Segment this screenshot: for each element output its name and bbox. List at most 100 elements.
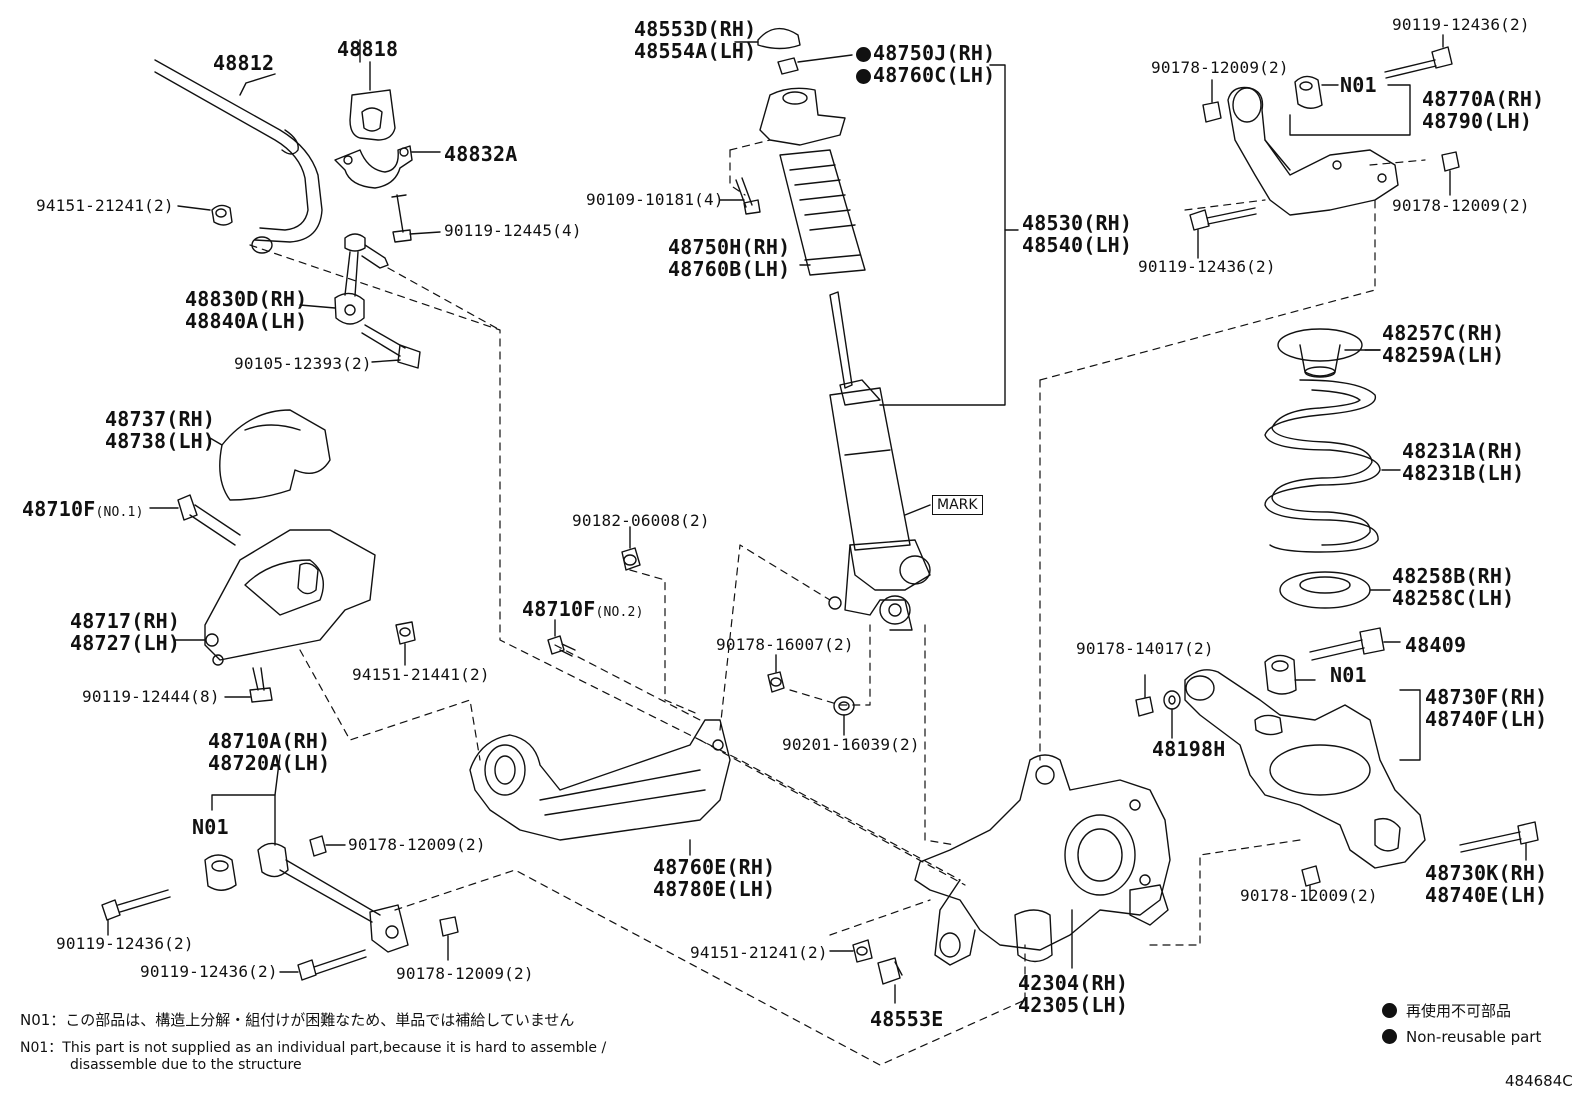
label-48710F-no1-code: 48710F [22,497,96,521]
bolt-90119-12436-b [1189,207,1257,259]
label-48832A: 48832A [444,142,518,166]
label-48790: 48790(LH) [1422,109,1533,133]
label-48720A: 48720A(LH) [208,751,331,775]
spring-seat-48257C [1277,328,1381,378]
label-48750H: 48750H(RH) [668,235,791,259]
label-90119-12445: 90119-12445(4) [444,221,582,240]
figure-code: 484684C [1505,1072,1573,1090]
label-48540: 48540(LH) [1022,233,1133,257]
label-48730K: 48730K(RH) [1425,861,1548,885]
label-90178-12009-c: 90178-12009(2) [348,835,486,854]
bolt-90105-12393 [361,324,421,369]
label-48760B: 48760B(LH) [668,257,791,281]
label-48409: 48409 [1405,633,1467,657]
non-reusable-dot-icon [1382,1003,1397,1018]
label-90178-12009-d: 90178-12009(2) [1240,886,1378,905]
bolt-90119-12444 [224,667,273,703]
shock-absorber-48530 [828,64,1006,631]
bolt-90119-12445 [391,194,441,243]
nut-94151-21241-a [177,204,233,226]
bushing-n01-b [1264,654,1316,695]
label-leaders [274,39,1381,796]
upper-mount-boot-48750H [759,87,866,276]
bolt-90119-12436-c [101,889,171,936]
label-48760E: 48760E(RH) [653,855,776,879]
label-48770A: 48770A(RH) [1422,87,1545,111]
upper-arm-48770A [1227,86,1399,216]
label-48717: 48717(RH) [70,609,181,633]
leader-48770A [1289,84,1411,136]
label-48554A: 48554A(LH) [634,39,757,63]
label-48750J: 48750J(RH) [856,42,995,64]
label-90119-12444: 90119-12444(8) [82,687,220,706]
nut-90178-16007 [767,654,785,693]
legend-jp-text: 再使用不可部品 [1406,1002,1512,1020]
label-90178-14017: 90178-14017(2) [1076,639,1214,658]
nut-90178-12009-a [1202,79,1222,123]
label-48750J-text: 48750J(RH) [873,41,996,65]
stabilizer-link-48830D [299,233,389,325]
label-90105-12393: 90105-12393(2) [234,354,372,373]
bolt-48710F-no2 [547,619,576,657]
label-48710F-no2-sub: (NO.2) [595,605,644,620]
label-42305: 42305(LH) [1018,993,1129,1017]
label-48710A: 48710A(RH) [208,729,331,753]
lateral-link-48710A [211,794,409,953]
label-90109-10181: 90109-10181(4) [586,190,724,209]
legend-jp: 再使用不可部品 [1382,1002,1511,1020]
label-48553D: 48553D(RH) [634,17,757,41]
trailing-arm-bracket-48717 [174,529,376,666]
label-n01-a: N01 [1340,73,1377,97]
nut-94151-21241-b [829,939,873,963]
stabilizer-bushing-48818 [349,61,396,141]
label-90201-16039: 90201-16039(2) [782,735,920,754]
assembly-dashed-lines [249,139,1426,1066]
bolt-48710F-no1 [149,494,241,546]
stabilizer-bar-48812 [154,59,323,254]
spring-seat-48258B [1279,571,1391,609]
nut-90178-12009-b [1441,151,1460,196]
label-90119-12436-c: 90119-12436(2) [56,934,194,953]
bushing-n01-c [204,854,237,891]
label-48740E: 48740E(LH) [1425,883,1548,907]
trailing-arm-48760E [469,719,731,856]
label-48231B: 48231B(LH) [1402,461,1525,485]
label-90119-12436-a: 90119-12436(2) [1392,15,1530,34]
label-48730F: 48730F(RH) [1425,685,1548,709]
label-48818: 48818 [337,37,399,61]
mark-box: MARK [932,495,983,515]
note-jp: N01：この部品は、構造上分解・組付けが困難なため、単品では補給していません [20,1011,575,1029]
collar-90182-06008 [621,526,641,571]
label-48738: 48738(LH) [105,429,216,453]
label-48737: 48737(RH) [105,407,216,431]
label-90182-06008: 90182-06008(2) [572,511,710,530]
label-n01-b: N01 [1330,663,1367,687]
bolt-90119-12436-d [279,949,367,981]
label-48812: 48812 [213,51,275,75]
label-48231A: 48231A(RH) [1402,439,1525,463]
label-48710F-no2: 48710F(NO.2) [522,598,644,624]
label-48710F-no1-sub: (NO.1) [95,505,144,520]
label-48258B: 48258B(RH) [1392,564,1515,588]
label-94151-21241-b: 94151-21241(2) [690,943,828,962]
bolt-90109-10181 [719,177,761,215]
label-48710F-no2-code: 48710F [522,597,596,621]
label-48198H: 48198H [1152,737,1226,761]
nut-90178-12009-c [309,835,346,857]
bolt-48409 [1309,627,1401,661]
label-94151-21241-a: 94151-21241(2) [36,196,174,215]
label-90119-12436-b: 90119-12436(2) [1138,257,1276,276]
label-48830D: 48830D(RH) [185,287,308,311]
label-48760C: 48760C(LH) [856,64,995,86]
nut-90178-12009-e [439,916,459,961]
lower-arm-48730F [1184,669,1426,869]
label-48259A: 48259A(LH) [1382,343,1505,367]
label-42304: 42304(RH) [1018,971,1129,995]
nut-48750J [777,54,853,75]
label-48257C: 48257C(RH) [1382,321,1505,345]
note-en-line1: N01：This part is not supplied as an indi… [20,1040,607,1056]
nut-94151-21441 [395,621,416,666]
label-94151-21441: 94151-21441(2) [352,665,490,684]
